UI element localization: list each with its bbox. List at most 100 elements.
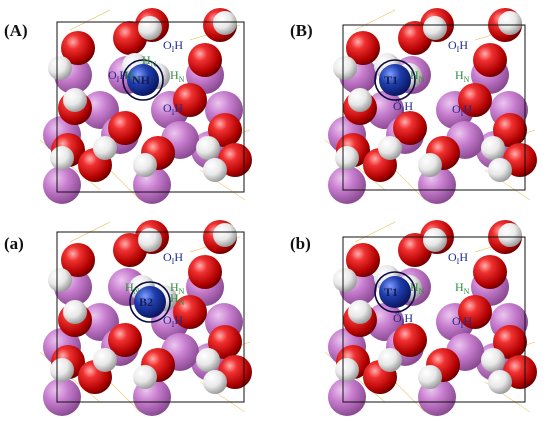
hydrogen-atom xyxy=(348,88,372,112)
cell-frame xyxy=(342,236,526,403)
atom-label: OIH xyxy=(448,38,468,54)
hydrogen-atom xyxy=(335,146,359,170)
atom-label: OIH xyxy=(163,313,183,329)
atom-label: B2 xyxy=(139,295,153,309)
atom-label: OIH xyxy=(163,250,183,266)
metal-atom xyxy=(328,378,366,416)
nitrogen-atom xyxy=(127,64,159,96)
hydrogen-atom xyxy=(133,365,157,389)
hydrogen-atom xyxy=(63,300,87,324)
oxygen-atom xyxy=(188,255,222,289)
oxygen-atom xyxy=(473,43,507,77)
hydrogen-atom xyxy=(423,16,447,40)
oxygen-atom xyxy=(458,295,492,329)
panel-letter: (b) xyxy=(290,234,311,253)
oxygen-atom xyxy=(108,111,142,145)
atom-label: HN xyxy=(170,68,185,84)
oxygen-atom xyxy=(493,113,527,147)
metal-atom xyxy=(43,166,81,204)
atom-label: T1 xyxy=(384,73,398,87)
oxygen-atom xyxy=(473,255,507,289)
hydrogen-atom xyxy=(348,300,372,324)
atom-label: OIH xyxy=(163,38,183,54)
atom-label: HN xyxy=(410,68,425,84)
hydrogen-atom xyxy=(481,348,505,372)
hydrogen-atom xyxy=(333,268,357,292)
atom-label: OIH xyxy=(448,250,468,266)
hydrogen-atom xyxy=(50,146,74,170)
cell-frame xyxy=(56,21,245,193)
hydrogen-atom xyxy=(213,223,237,247)
hydrogen-atom xyxy=(203,158,227,182)
hydrogen-atom xyxy=(196,348,220,372)
site-marker-ring xyxy=(122,59,164,101)
oxygen-atom xyxy=(393,111,427,145)
nitrogen-atom xyxy=(134,286,166,318)
atom-label: HN xyxy=(125,68,140,84)
hydrogen-atom xyxy=(93,136,117,160)
cell-frame xyxy=(342,24,526,191)
cell-frame xyxy=(56,231,245,403)
atom-label: OIH xyxy=(452,314,472,330)
hydrogen-atom xyxy=(418,153,442,177)
bond-line xyxy=(69,9,111,31)
atom-label: HN xyxy=(170,280,185,296)
hydrogen-atom xyxy=(378,348,402,372)
panel-letter: (A) xyxy=(4,21,28,40)
atom-label: OIH xyxy=(452,102,472,118)
atom-label: OIH xyxy=(108,68,128,84)
nitrogen-atom xyxy=(379,64,411,96)
oxygen-atom xyxy=(458,83,492,117)
hydrogen-atom xyxy=(50,358,74,382)
atom-label: HN xyxy=(142,53,157,69)
hydrogen-atom xyxy=(48,268,72,292)
atom-label: T1 xyxy=(384,285,398,299)
hydrogen-atom xyxy=(481,136,505,160)
oxygen-atom xyxy=(173,295,207,329)
metal-atom xyxy=(328,166,366,204)
atom-label: HN xyxy=(125,280,140,296)
hydrogen-atom xyxy=(423,228,447,252)
hydrogen-atom xyxy=(498,11,522,35)
atom-label: HN xyxy=(170,291,185,307)
atom-label: NH xyxy=(132,73,151,87)
oxygen-atom xyxy=(108,323,142,357)
atom-label: HN xyxy=(455,68,470,84)
hydrogen-atom xyxy=(213,11,237,35)
oxygen-atom xyxy=(493,325,527,359)
metal-atom xyxy=(43,378,81,416)
hydrogen-atom xyxy=(335,358,359,382)
oxygen-atom xyxy=(173,83,207,117)
panel-letter: (B) xyxy=(290,21,313,40)
hydrogen-atom xyxy=(138,16,162,40)
site-marker-ring xyxy=(374,271,416,313)
hydrogen-atom xyxy=(498,223,522,247)
bond-line xyxy=(354,221,396,243)
oxygen-atom xyxy=(61,31,95,65)
hydrogen-atom xyxy=(418,365,442,389)
nitrogen-atom xyxy=(379,276,411,308)
bond-line xyxy=(354,9,396,31)
hydrogen-atom xyxy=(48,56,72,80)
panel-letter: (a) xyxy=(4,234,24,253)
site-marker-ring xyxy=(129,281,171,323)
oxygen-atom xyxy=(393,323,427,357)
hydrogen-atom xyxy=(196,136,220,160)
oxygen-atom xyxy=(188,43,222,77)
hydrogen-atom xyxy=(138,228,162,252)
oxygen-atom xyxy=(346,243,380,277)
atom-label: ÖIH xyxy=(393,99,413,115)
oxygen-atom xyxy=(208,113,242,147)
hydrogen-atom xyxy=(63,88,87,112)
hydrogen-atom xyxy=(488,158,512,182)
atom-label: OIH xyxy=(163,101,183,117)
hydrogen-atom xyxy=(203,370,227,394)
oxygen-atom xyxy=(208,325,242,359)
atom-label: HN xyxy=(410,280,425,296)
hydrogen-atom xyxy=(378,136,402,160)
